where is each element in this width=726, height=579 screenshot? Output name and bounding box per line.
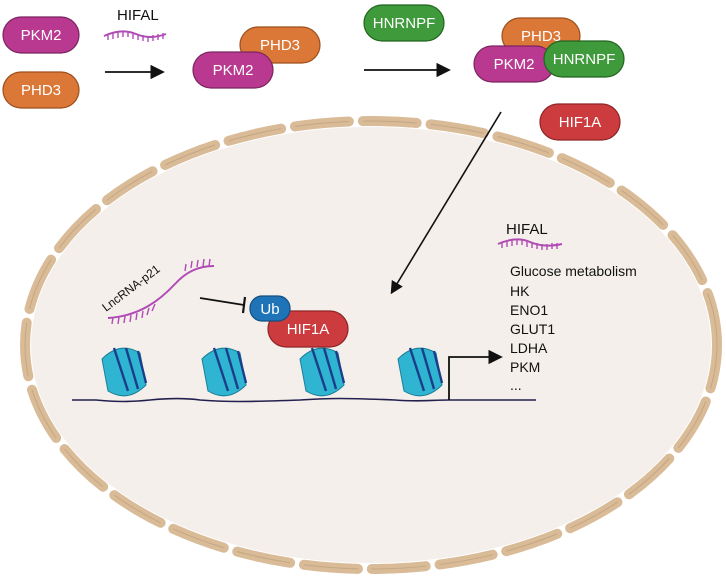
gene-item: ENO1 (510, 302, 548, 318)
arrow-into-nucleus (390, 111, 502, 295)
hif1a-pill-top: HIF1A (539, 103, 621, 141)
lncrna-bases (111, 258, 211, 325)
hif1a-label-nucleus: HIF1A (287, 321, 330, 338)
nucleosome-icon (299, 347, 346, 397)
phd3-label-left: PHD3 (21, 82, 61, 99)
hnrnpf-label-right: HNRNPF (553, 51, 616, 68)
nuclear-envelope-edge (24, 120, 718, 570)
hif1a-label-top: HIF1A (559, 114, 602, 131)
transcription-arrow-icon (448, 349, 503, 400)
phd3-pill-left: PHD3 (2, 71, 80, 109)
nucleosome-icon (397, 347, 444, 397)
pkm2-label-left: PKM2 (21, 27, 62, 44)
inhibition-arrow-icon (199, 296, 247, 314)
gene-item: PKM (510, 359, 540, 375)
hnrnpf-label-top: HNRNPF (373, 15, 436, 32)
gene-item: LDHA (510, 340, 548, 356)
ub-label: Ub (260, 301, 279, 318)
ub-tag: Ub (249, 295, 291, 322)
gene-item: GLUT1 (510, 321, 555, 337)
nucleosome-icon (101, 347, 148, 397)
target-title: Glucose metabolism (510, 263, 637, 279)
pkm2-label-right: PKM2 (494, 56, 535, 73)
pkm2-label-mid: PKM2 (213, 62, 254, 79)
pkm2-pill-right: PKM2 (473, 45, 555, 83)
phd3-label-mid: PHD3 (260, 37, 300, 54)
target-gene-list: Glucose metabolism HK ENO1 GLUT1 LDHA PK… (510, 263, 637, 393)
nucleus-interior (31, 127, 711, 563)
nucleus (20, 116, 722, 574)
hnrnpf-pill-top: HNRNPF (363, 4, 445, 42)
hifal-label-top: HIFAL (117, 7, 159, 24)
phd3-label-right: PHD3 (521, 28, 561, 45)
hnrnpf-pill-right: HNRNPF (543, 40, 625, 78)
hifal-label-nucleus: HIFAL (506, 221, 548, 238)
gene-item: HK (510, 283, 530, 299)
pkm2-pill-mid: PKM2 (192, 51, 274, 89)
rna-bases-top (107, 31, 164, 42)
dna-strand (72, 397, 536, 403)
nucleosome-icon (201, 347, 248, 397)
lncrna-strand-icon (107, 265, 215, 319)
gene-item: ... (510, 377, 522, 393)
hif1a-pill-nucleus: HIF1A (267, 310, 349, 348)
rna-bases-nucleus (501, 239, 558, 250)
pkm2-pill-left: PKM2 (2, 16, 80, 54)
rna-strand-icon (103, 30, 167, 38)
